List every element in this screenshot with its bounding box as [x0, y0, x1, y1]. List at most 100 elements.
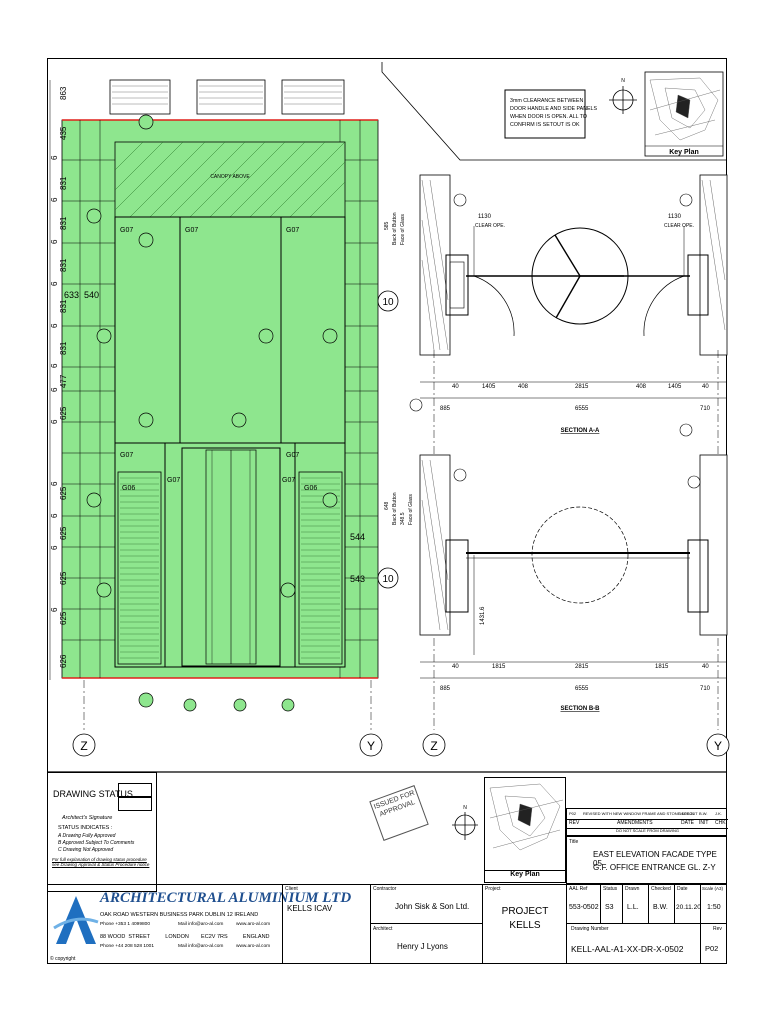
svg-text:348.5: 348.5 [400, 512, 406, 525]
dim-544: 544 [350, 532, 365, 542]
svg-text:SECTION B-B: SECTION B-B [561, 706, 601, 712]
company-address-2: 88 WOOD STREET LONDON EC2V 7RS ENGLAND [100, 934, 270, 940]
svg-text:6: 6 [50, 387, 59, 392]
svg-text:831: 831 [59, 176, 68, 190]
section-a-a: 1130 CLEAR OPE. 1130 CLEAR OPE. 40 1405 … [377, 174, 730, 757]
svg-text:6555: 6555 [575, 686, 589, 692]
rev-description: REVISED WITH NEW WINDOW FRAME AND STONE … [583, 811, 698, 816]
svg-text:Z: Z [430, 739, 437, 753]
company-name: ARCHITECTURAL ALUMINIUM LTD [100, 890, 352, 906]
svg-text:831: 831 [59, 258, 68, 272]
glass-code: G07 [167, 477, 180, 484]
glass-code: G07 [282, 477, 295, 484]
svg-text:Key Plan: Key Plan [669, 149, 699, 156]
drawing-number-cell: Drawing Number KELL-AAL-A1-XX-DR-X-0502 [566, 924, 700, 964]
aal-ref-value: 553-0502 [569, 904, 599, 911]
scale-cell: Scale (A3) 1:50 [700, 884, 727, 924]
project-line1: PROJECT [501, 906, 549, 917]
svg-text:648: 648 [384, 501, 390, 510]
scale-value: 1:50 [707, 904, 721, 911]
svg-text:2815: 2815 [575, 384, 589, 390]
north-arrow-bottom: N [452, 805, 478, 840]
drawing-title-line2: G.F. OFFICE ENTRANCE GL. Z-Y [593, 863, 716, 872]
svg-text:1431.6: 1431.6 [480, 606, 486, 625]
svg-text:6: 6 [50, 323, 59, 328]
canopy-label: CANOPY ABOVE [210, 174, 250, 180]
contractor-cell: Contractor John Sisk & Son Ltd. [370, 884, 482, 924]
svg-text:408: 408 [636, 384, 647, 390]
do-not-scale: DO NOT SCALE FROM DRAWING [616, 828, 679, 833]
svg-text:Z: Z [80, 739, 87, 753]
checked-cell: Checked B.W. [648, 884, 674, 924]
aal-ref-cell: AAL Ref 553-0502 [566, 884, 600, 924]
svg-text:10: 10 [382, 574, 394, 585]
dim-633: 633 [64, 290, 79, 300]
section-grid-bubble-10 [377, 567, 399, 589]
title-block-bottom [47, 884, 727, 964]
company-mail-1: Mail info@aro-al.com [178, 922, 224, 927]
dim-543: 543 [350, 574, 365, 584]
section-grid-bubble-y [706, 733, 730, 757]
svg-text:6: 6 [50, 513, 59, 518]
section-grid-bubble-z [422, 733, 446, 757]
rev-code: P02 [569, 811, 577, 816]
checked-value: B.W. [653, 904, 668, 911]
svg-text:6: 6 [50, 363, 59, 368]
architect-signature: Architect's Signature [62, 815, 113, 821]
svg-text:626: 626 [59, 654, 68, 668]
svg-text:1130: 1130 [668, 214, 682, 220]
client-value: KELLS ICAV [287, 904, 333, 913]
svg-text:2815: 2815 [575, 664, 589, 670]
company-web-1: www.aro-al.com [236, 922, 271, 927]
svg-text:863: 863 [59, 86, 68, 100]
clearance-note: 3mm CLEARANCE BETWEEN DOOR HANDLE AND SI… [504, 89, 597, 139]
svg-text:625: 625 [59, 571, 68, 585]
rev-value: P02 [705, 944, 719, 953]
section-a-dims: 40 1405 408 2815 408 1405 40 [452, 384, 709, 390]
svg-text:40: 40 [702, 384, 709, 390]
svg-text:6: 6 [50, 607, 59, 612]
svg-text:435: 435 [59, 126, 68, 140]
glass-code: G07 [286, 227, 299, 234]
rev-date: 14.06.21 [679, 811, 695, 816]
svg-text:710: 710 [700, 686, 711, 692]
date-value: 20.11.20 [676, 904, 701, 911]
key-plan-bottom: Key Plan [484, 777, 566, 883]
svg-text:625: 625 [59, 526, 68, 540]
key-plan-top: Key Plan [644, 71, 724, 157]
svg-text:3mm CLEARANCE BETWEEN: 3mm CLEARANCE BETWEEN [510, 98, 583, 104]
svg-text:6: 6 [50, 239, 59, 244]
status-indicates: STATUS INDICATES : [58, 825, 113, 831]
drawing-status-title: DRAWING STATUS [53, 789, 133, 799]
rev-chk: J.K. [715, 811, 722, 816]
svg-text:6: 6 [50, 481, 59, 486]
company-phone-2: Phone +44 208 528 1001 [100, 944, 155, 949]
svg-text:N: N [621, 78, 625, 84]
company-web-2: www.aro-al.com [236, 944, 271, 949]
svg-text:10: 10 [382, 297, 394, 308]
project-line2: KELLS [509, 920, 541, 931]
status-note: For full explanation of drawing status p… [52, 857, 150, 867]
svg-text:6: 6 [50, 281, 59, 286]
svg-text:WHEN DOOR IS OPEN. ALL TO: WHEN DOOR IS OPEN. ALL TO [510, 114, 587, 120]
svg-text:831: 831 [59, 341, 68, 355]
status-cell: Status S3 [600, 884, 622, 924]
grid-bubble-10 [377, 290, 399, 312]
svg-text:6: 6 [50, 545, 59, 550]
architect-value: Henry J Lyons [397, 942, 448, 951]
svg-text:831: 831 [59, 299, 68, 313]
date-cell: Date 20.11.20 [674, 884, 701, 924]
glass-code: G07 [120, 227, 133, 234]
company-mail-2: Mail info@aro-al.com [178, 944, 224, 949]
grid-bubble-z [72, 733, 96, 757]
company-block: ARCHITECTURAL ALUMINIUM LTD OAK ROAD WES… [50, 886, 351, 962]
svg-text:1815: 1815 [655, 664, 669, 670]
status-item-c: C Drawing Not Approved [58, 847, 114, 853]
svg-text:40: 40 [452, 664, 459, 670]
svg-text:1815: 1815 [492, 664, 506, 670]
svg-text:625: 625 [59, 406, 68, 420]
svg-text:1405: 1405 [668, 384, 682, 390]
architect-cell: Architect Henry J Lyons [370, 924, 482, 964]
drawing-status-panel: DRAWING STATUS Architect's Signature STA… [47, 772, 157, 892]
